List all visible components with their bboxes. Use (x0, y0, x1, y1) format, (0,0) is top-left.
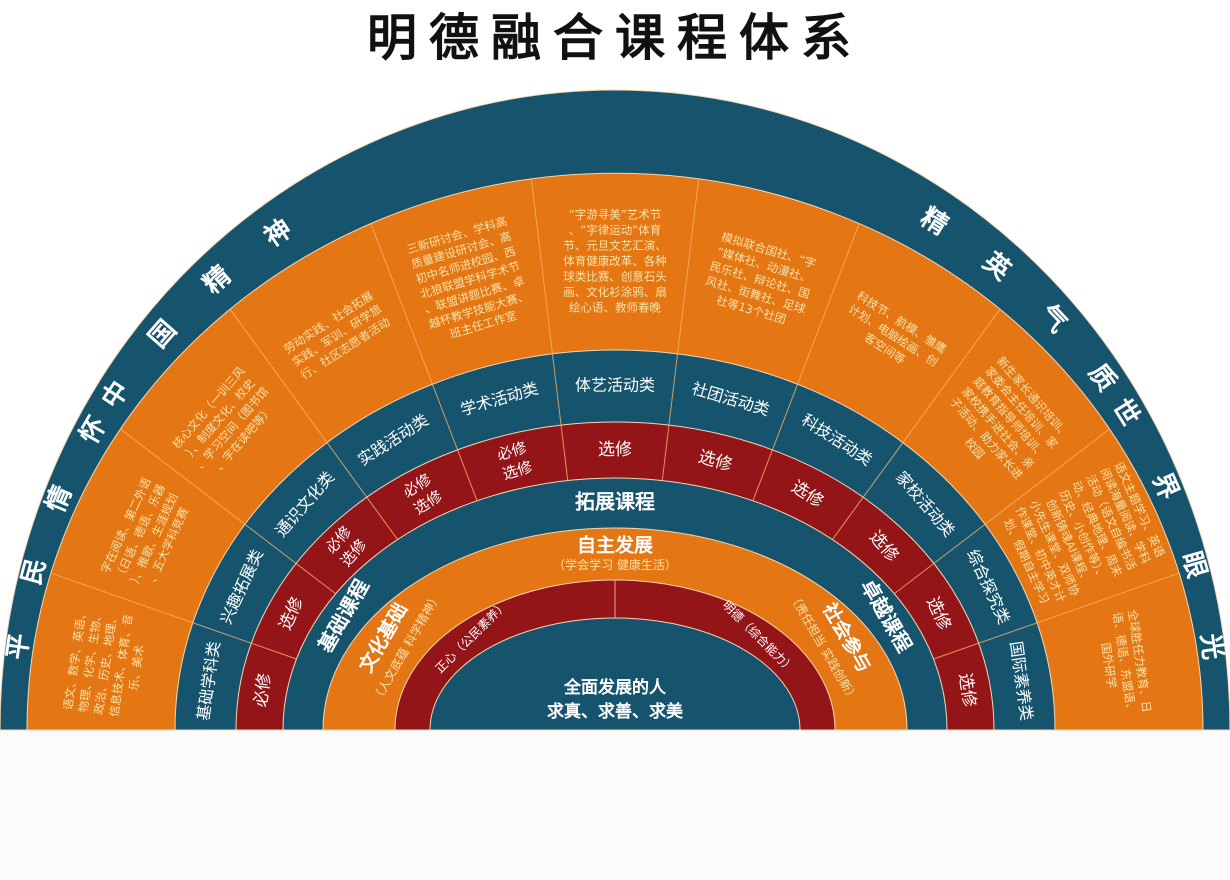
svg-text:体育健康改革、各种: 体育健康改革、各种 (563, 254, 667, 268)
svg-text:乐、美术: 乐、美术 (126, 643, 146, 691)
course-type-label: 必修 (251, 672, 276, 709)
sector-divider (530, 178, 569, 481)
page-title: 明德融合课程体系 (367, 8, 863, 67)
course-level-extended: 拓展课程 (575, 490, 655, 514)
sector-divider (933, 572, 1180, 660)
svg-text:球类比赛、创意石头: 球类比赛、创意石头 (563, 270, 667, 284)
ring-center-core (429, 617, 801, 731)
course-type-label: 选修 (598, 440, 632, 460)
sector-divider (50, 572, 297, 660)
svg-text:画、文化衫涂鸦、扇: 画、文化衫涂鸦、扇 (563, 285, 667, 299)
course-type-label: 选修 (955, 672, 980, 709)
sector-divider (120, 428, 337, 595)
svg-text:“字游寻美”艺术节: “字游寻美”艺术节 (569, 207, 661, 221)
svg-text:、“字律运动”体育: 、“字律运动”体育 (569, 223, 661, 237)
sector-divider (832, 308, 1001, 540)
outer-value-label-char: 光 (1194, 631, 1227, 662)
activity-detail-arts: “字游寻美”艺术节、“字律运动”体育节、元旦文艺汇演、体育健康改革、各种球类比赛… (563, 207, 667, 314)
sector-divider (370, 223, 478, 501)
outer-value-label-char: 平 (2, 632, 35, 662)
literacy-self-development-subtitle: （学会学习 健康生活） (553, 557, 677, 572)
sector-divider (893, 428, 1110, 595)
svg-text:节、元旦文艺汇演、: 节、元旦文艺汇演、 (563, 238, 667, 252)
center-title: 全面发展的人 (563, 677, 667, 698)
activity-detail-inquiry: 语文主题学习、英语阅读海量阅读、学科活动（语文自编书活动、经典地理、周末历史、小… (1001, 459, 1168, 605)
literacy-self-development-title: 自主发展 (577, 534, 653, 557)
center-subtitle: 求真、求善、求美 (547, 701, 684, 722)
svg-text:绘心语、教师春晚: 绘心语、教师春晚 (569, 301, 661, 315)
sector-divider (752, 223, 860, 501)
svg-text:国外研学: 国外研学 (1099, 642, 1119, 690)
category-label: 体艺活动类 (575, 376, 655, 395)
sector-divider (661, 178, 700, 481)
bottom-blank-area (0, 731, 1230, 880)
sector-divider (229, 308, 398, 540)
